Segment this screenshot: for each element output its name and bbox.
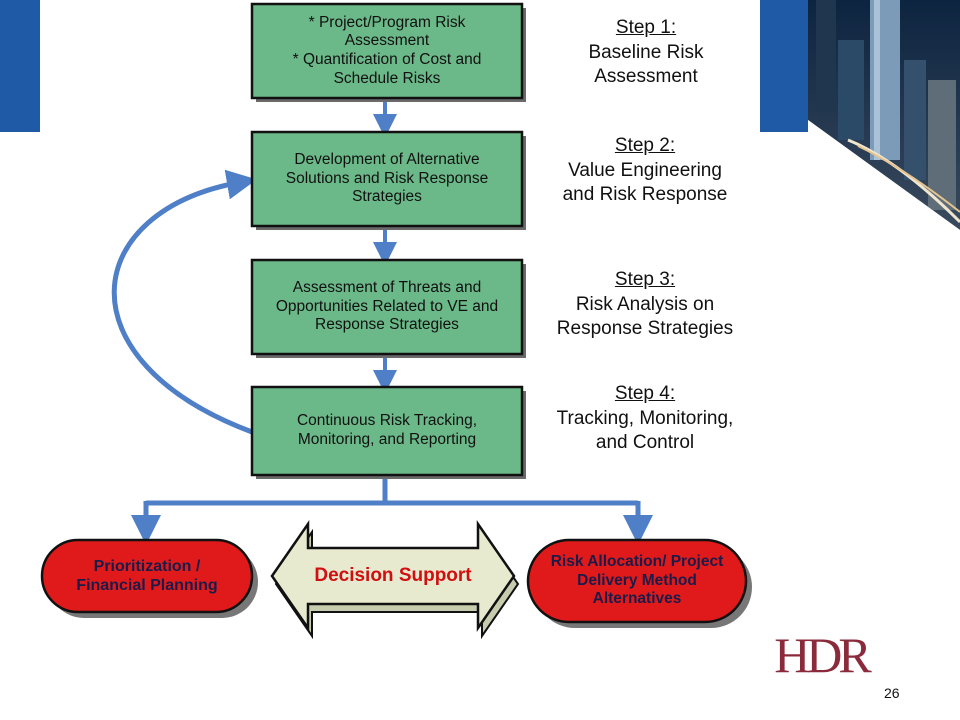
box4-line2: Monitoring, and Reporting (297, 431, 477, 448)
box1-line3: * Quantification of Cost and (292, 51, 482, 68)
city-skyline-icon (808, 0, 960, 230)
step-2-line2: and Risk Response (562, 184, 728, 206)
outcome-prioritization: Prioritization / Financial Planning (42, 540, 252, 612)
step-3-line1: Risk Analysis on (575, 293, 715, 315)
feedback-loop-arrow (111, 169, 257, 435)
decision-support-arrow-shape (270, 519, 520, 640)
box2-line1: Development of Alternative (294, 151, 480, 169)
box4-line1: Continuous Risk Tracking, (296, 412, 478, 430)
prioritization-line1: Prioritization / (93, 557, 201, 575)
step-2-line1: Value Engineering (568, 159, 722, 181)
step-4-line2: and Control (595, 432, 695, 454)
page-number: 26 (884, 685, 900, 701)
step-3-label: Step 3: Risk Analysis on Response Strate… (540, 268, 750, 342)
box1-line1: * Project/Program Risk (308, 13, 466, 31)
step-3-heading: Step 3: (614, 269, 676, 290)
step-2-heading: Step 2: (614, 135, 676, 156)
prioritization-line2: Financial Planning (76, 577, 218, 594)
header-blue-bar-left (0, 0, 40, 132)
box3-line3: Response Strategies (315, 316, 459, 334)
outcome-pill-shapes (40, 538, 752, 628)
step-3-line2: Response Strategies (556, 318, 734, 340)
step-1-line1: Baseline Risk (588, 41, 704, 63)
box1-line4: Schedule Risks (333, 69, 441, 87)
step-4-label: Step 4: Tracking, Monitoring, and Contro… (540, 382, 750, 456)
risk-allocation-line3: Alternatives (592, 590, 682, 608)
process-box-alternative-solutions: Development of Alternative Solutions and… (252, 132, 522, 226)
outcome-risk-allocation: Risk Allocation/ Project Delivery Method… (528, 540, 746, 622)
risk-allocation-line1: Risk Allocation/ Project (550, 553, 724, 571)
step-4-heading: Step 4: (614, 383, 676, 404)
step-1-line2: Assessment (594, 66, 698, 88)
process-box-risk-assessment: * Project/Program Risk Assessment * Quan… (252, 4, 522, 98)
city-skyline-image (808, 0, 960, 230)
process-box-threats-opportunities: Assessment of Threats and Opportunities … (252, 260, 522, 354)
box3-line2: Opportunities Related to VE and (275, 297, 499, 315)
step-4-line1: Tracking, Monitoring, (556, 407, 734, 429)
box2-line3: Strategies (352, 188, 422, 206)
box1-line2: Assessment (344, 32, 430, 50)
box2-line2: Solutions and Risk Response (285, 169, 489, 187)
step-1-heading: Step 1: (615, 17, 677, 38)
box3-line1: Assessment of Threats and (292, 279, 482, 297)
header-blue-bar-right (760, 0, 808, 132)
process-box-continuous-tracking: Continuous Risk Tracking, Monitoring, an… (252, 387, 522, 475)
step-2-label: Step 2: Value Engineering and Risk Respo… (540, 134, 750, 208)
process-box-shapes (250, 2, 526, 479)
decision-support-label: Decision Support (314, 565, 472, 586)
risk-allocation-line2: Delivery Method (577, 571, 697, 589)
step-1-label: Step 1: Baseline Risk Assessment (548, 16, 744, 90)
hdr-logo: HDR (774, 627, 872, 683)
